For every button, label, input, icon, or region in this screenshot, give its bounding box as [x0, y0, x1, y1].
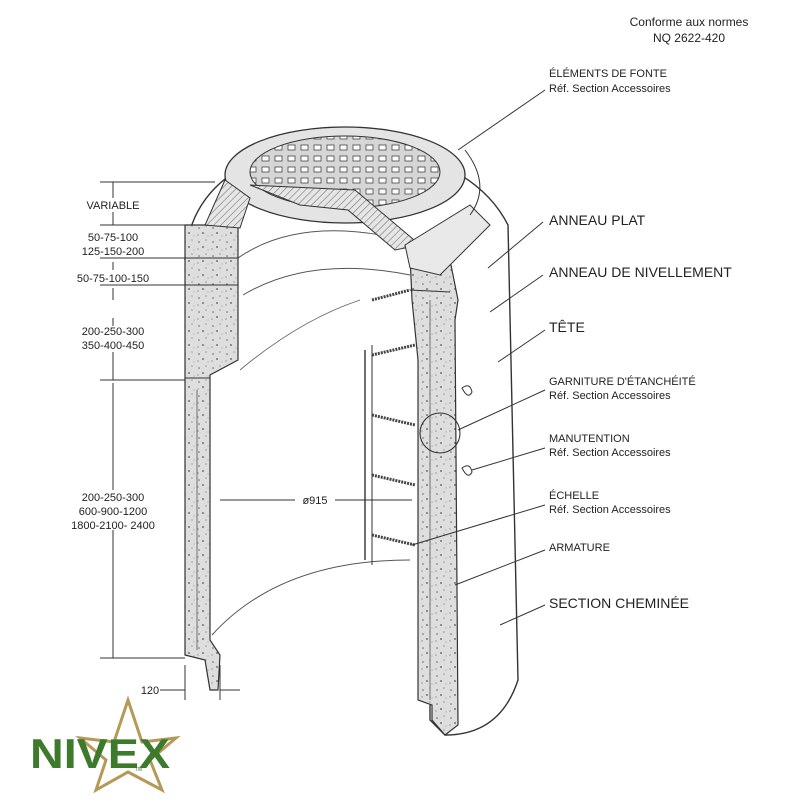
conformity-line-2: NQ 2622-420 [653, 31, 725, 45]
right-wall-section [409, 254, 459, 736]
label-echelle: ÉCHELLE [549, 489, 599, 502]
leader-lines [411, 89, 546, 626]
dim-flat-ring-1: 50-75-100 [88, 232, 138, 244]
dim-variable: VARIABLE [87, 200, 140, 212]
label-elements-fonte: ÉLÉMENTS DE FONTE [549, 67, 667, 80]
handling-hole-upper [461, 385, 473, 396]
logo-wordmark: NIVEX [30, 730, 170, 777]
dim-section-2: 600-900-1200 [79, 506, 148, 518]
label-elements-fonte-ref: Réf. Section Accessoires [549, 83, 671, 95]
label-anneau-nivellement: ANNEAU DE NIVELLEMENT [549, 264, 732, 280]
dim-flat-ring-2: 125-150-200 [82, 246, 144, 258]
logo-trademark: TM [135, 767, 142, 773]
dim-diameter: ø915 [302, 495, 327, 507]
label-anneau-plat: ANNEAU PLAT [549, 212, 646, 228]
label-manutention-ref: Réf. Section Accessoires [549, 447, 671, 459]
dim-leveling-ring: 50-75-100-150 [77, 273, 149, 285]
conformity-line-1: Conforme aux normes [630, 15, 749, 29]
dim-head-1: 200-250-300 [82, 326, 144, 338]
label-manutention: MANUTENTION [549, 433, 630, 445]
label-section-cheminee: SECTION CHEMINÉE [549, 595, 689, 611]
nivex-logo: NIVEX TM [30, 695, 181, 794]
gasket-detail-circle [419, 412, 461, 454]
ladder [364, 288, 416, 565]
dim-head-2: 350-400-450 [82, 340, 144, 352]
handling-hole-lower [461, 465, 473, 476]
label-garniture: GARNITURE D'ÉTANCHÉITÉ [549, 375, 696, 388]
label-garniture-ref: Réf. Section Accessoires [549, 390, 671, 402]
label-echelle-ref: Réf. Section Accessoires [549, 504, 671, 516]
cast-iron-cover [204, 126, 491, 276]
label-armature: ARMATURE [549, 542, 610, 554]
dim-wall: 120 [141, 685, 159, 697]
label-tete: TÊTE [549, 319, 585, 335]
left-wall-section [184, 224, 239, 691]
dimension-lines [100, 181, 412, 700]
dim-section-1: 200-250-300 [82, 492, 144, 504]
gold-star-icon [75, 695, 181, 794]
dim-section-3: 1800-2100- 2400 [71, 520, 155, 532]
